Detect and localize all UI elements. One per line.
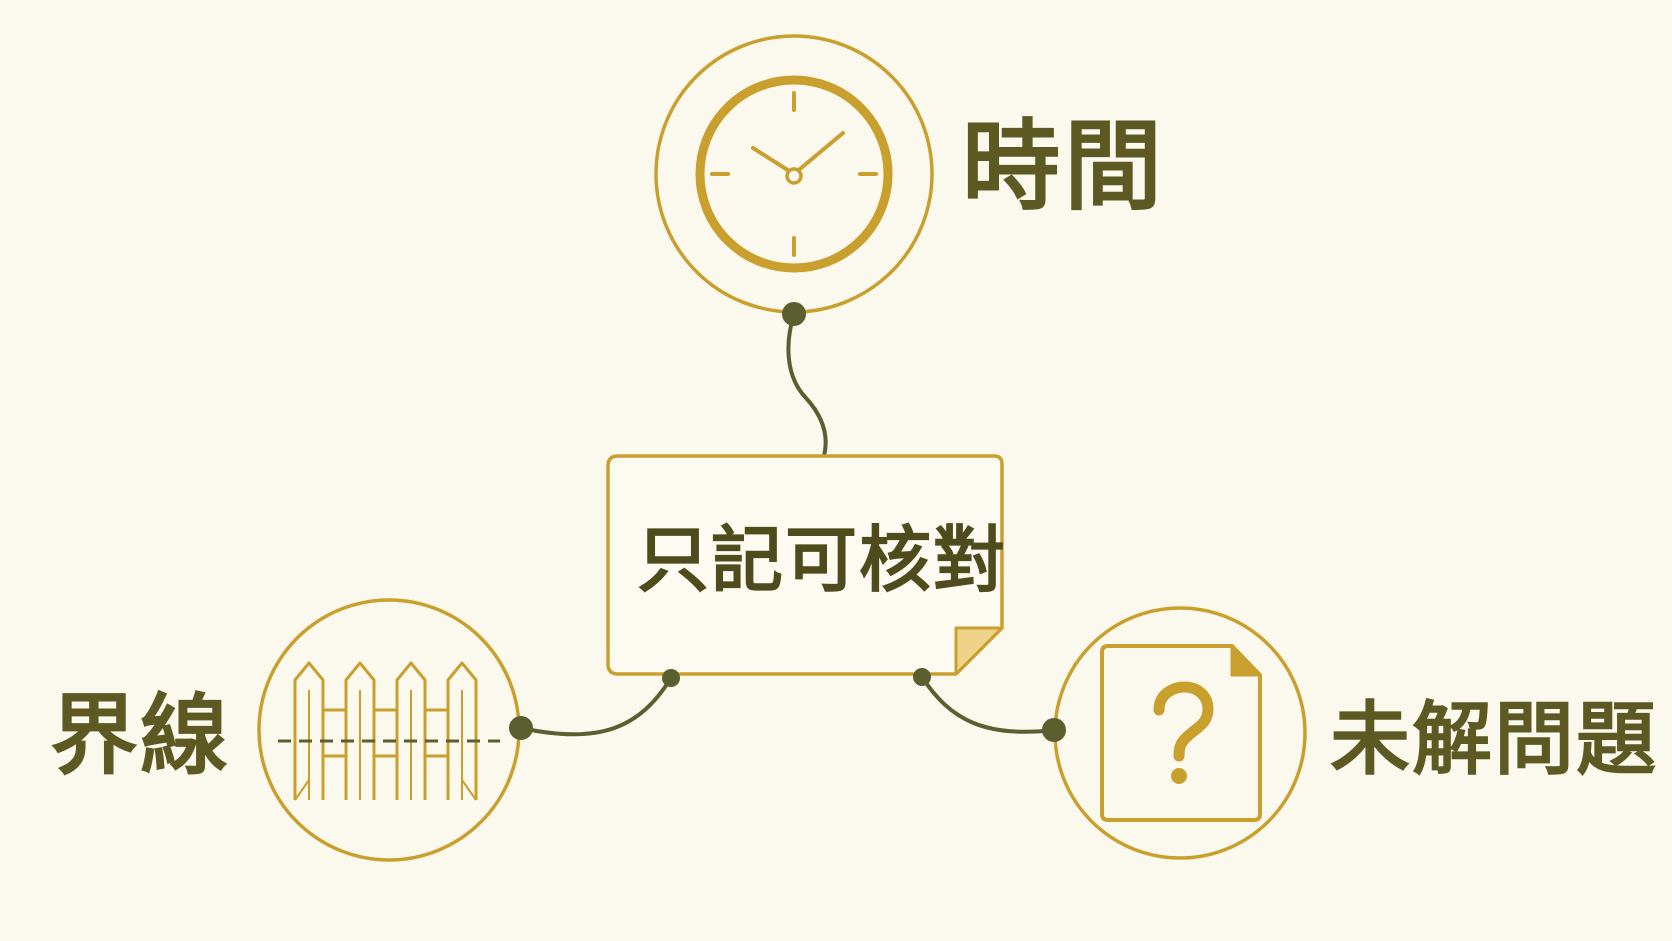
fence-icon xyxy=(293,661,478,801)
connector-dot-center-right xyxy=(913,668,931,686)
connector-time xyxy=(786,312,828,458)
center-note-label: 只記可核對 xyxy=(637,518,1008,602)
boundary-label: 界線 xyxy=(50,684,231,787)
connector-dot-center-left xyxy=(662,669,680,687)
connector-dot-time xyxy=(782,302,806,326)
connector-boundary xyxy=(519,676,673,737)
connector-unresolved xyxy=(920,675,1056,734)
note-fold xyxy=(954,626,1004,676)
time-label: 時間 xyxy=(962,110,1167,224)
center-note-card xyxy=(606,454,1004,676)
unresolved-label: 未解問題 xyxy=(1330,693,1658,786)
connector-dot-unresolved xyxy=(1042,718,1066,742)
connector-dot-boundary xyxy=(509,716,533,740)
time-node xyxy=(654,34,934,314)
unresolved-node xyxy=(1053,606,1307,860)
clock-icon xyxy=(695,75,893,273)
boundary-node xyxy=(257,598,521,862)
question-document-icon xyxy=(1100,644,1262,822)
